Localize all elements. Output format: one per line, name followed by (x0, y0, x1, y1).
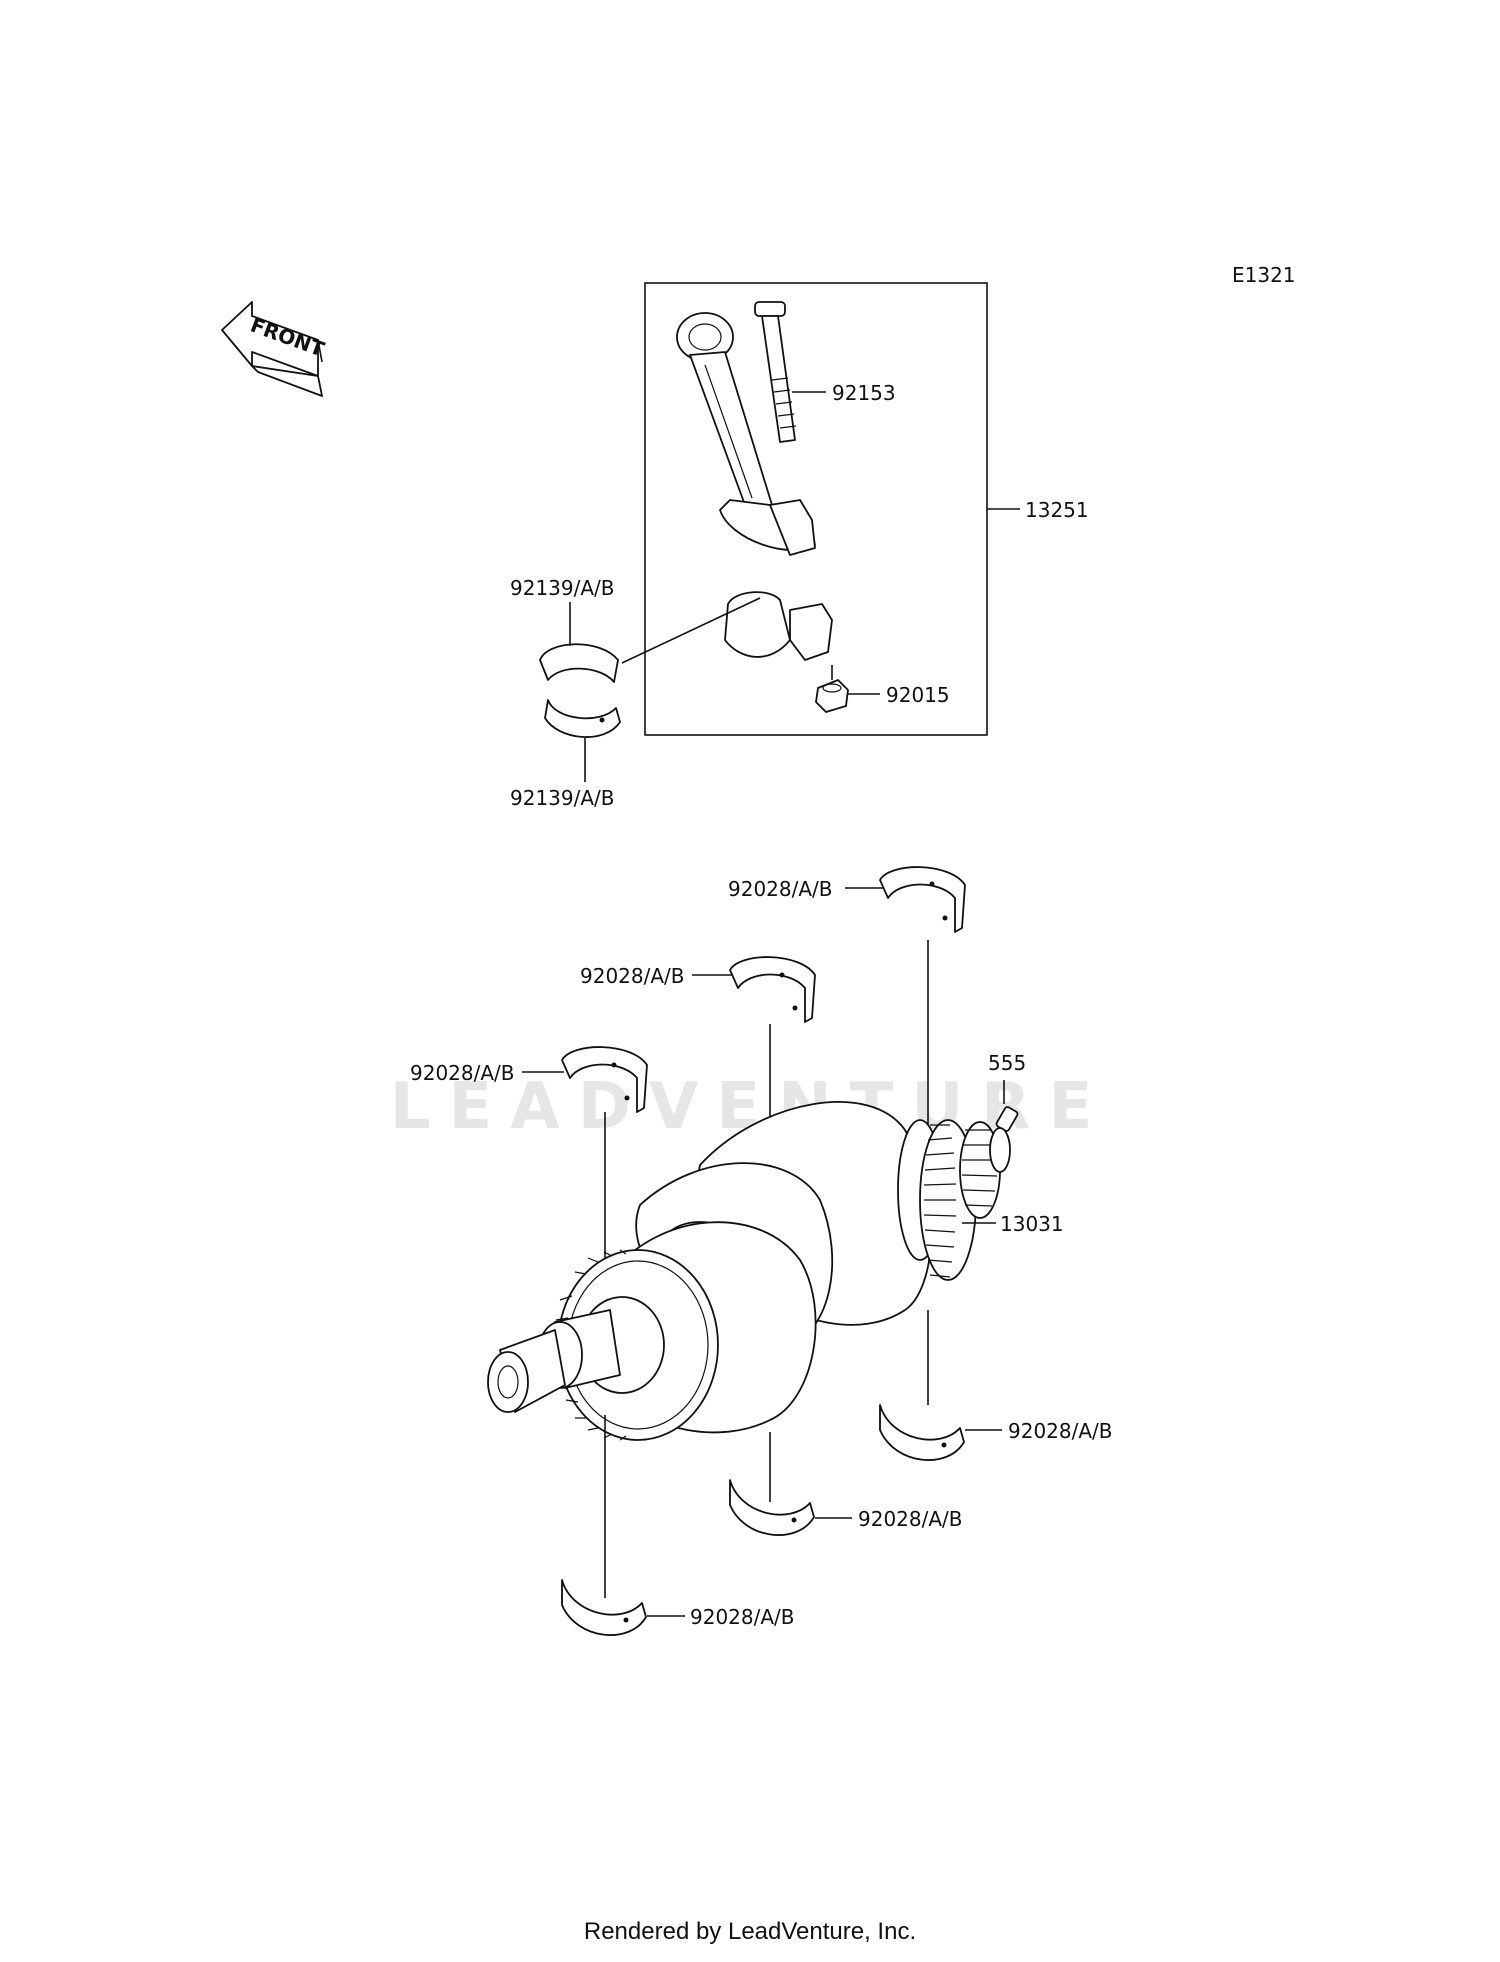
callout-92139-upper: 92139/A/B (510, 576, 615, 600)
main-bearing-4 (879, 1404, 965, 1461)
rod-bearing-lower (544, 699, 621, 738)
nut (815, 679, 849, 713)
footer-credit: Rendered by LeadVenture, Inc. (583, 1918, 917, 1945)
callout-13031: 13031 (1000, 1212, 1064, 1236)
bolt (754, 301, 797, 443)
main-bearing-5 (729, 1479, 815, 1536)
callout-92028-2: 92028/A/B (580, 964, 685, 988)
main-bearing-1 (879, 866, 966, 933)
callout-92153: 92153 (832, 381, 896, 405)
callout-92015: 92015 (886, 683, 950, 707)
callout-92028-6: 92028/A/B (690, 1605, 795, 1629)
callout-555: 555 (988, 1051, 1026, 1075)
connecting-rod (676, 312, 816, 556)
diagram-code: E1321 (1232, 263, 1296, 287)
callout-92028-4: 92028/A/B (1008, 1419, 1113, 1443)
main-bearing-3 (561, 1046, 648, 1113)
main-bearing-2 (729, 956, 816, 1023)
rod-cap (724, 591, 833, 661)
callout-92028-3: 92028/A/B (410, 1061, 515, 1085)
main-bearing-6 (561, 1579, 647, 1636)
callout-92139-lower: 92139/A/B (510, 786, 615, 810)
crankshaft (487, 1101, 1011, 1441)
front-arrow-icon: FRONT (221, 301, 328, 397)
rod-bearing-upper (539, 643, 619, 683)
callout-92028-5: 92028/A/B (858, 1507, 963, 1531)
callout-92028-1: 92028/A/B (728, 877, 833, 901)
callout-13251: 13251 (1025, 498, 1089, 522)
